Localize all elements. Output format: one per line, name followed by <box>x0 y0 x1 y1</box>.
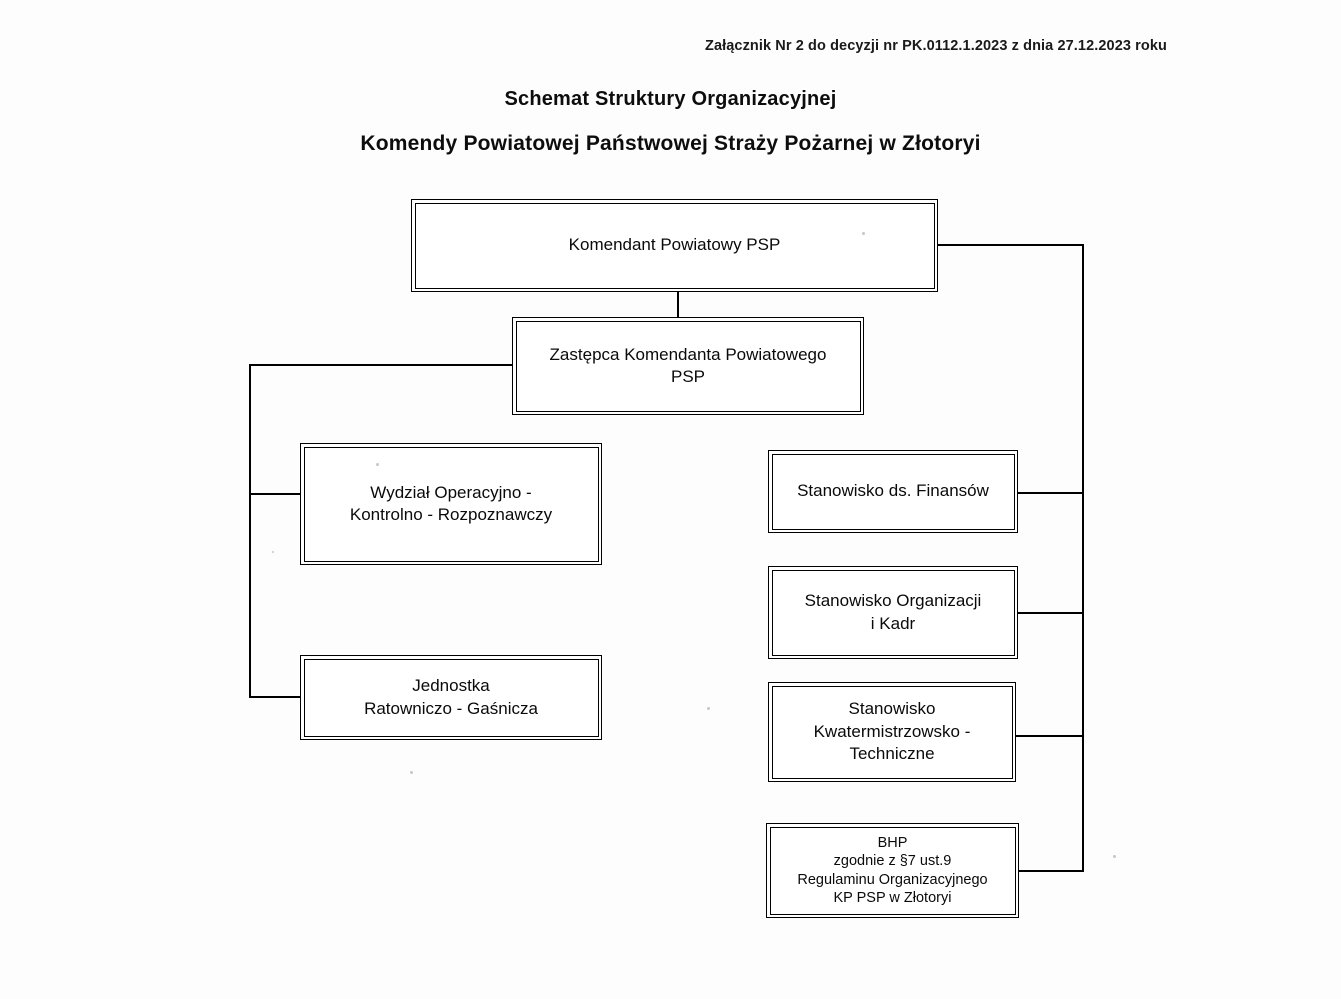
connector-to-bhp <box>1017 870 1084 873</box>
chart-title-line-2: Komendy Powiatowej Państwowej Straży Poż… <box>360 132 981 155</box>
connector-to-jrg <box>249 696 302 699</box>
node-zastepca-label: Zastępca Komendanta Powiatowego PSP <box>549 344 827 386</box>
node-stanowisko-ds-finansow: Stanowisko ds. Finansów <box>768 450 1018 533</box>
connector-to-kwatermistrz <box>1014 735 1084 738</box>
node-wydzial-inner-border: Wydział Operacyjno - Kontrolno - Rozpozn… <box>303 446 599 562</box>
connector-to-wydzial <box>249 493 302 496</box>
node-bhp: BHP zgodnie z §7 ust.9 Regulaminu Organi… <box>766 823 1019 918</box>
connector-to-kadry <box>1016 612 1084 615</box>
node-komendant-inner-border: Komendant Powiatowy PSP <box>414 202 935 289</box>
scan-speck <box>1113 855 1116 858</box>
node-zastepca-inner-border: Zastępca Komendanta Powiatowego PSP <box>515 320 861 412</box>
node-bhp-inner-border: BHP zgodnie z §7 ust.9 Regulaminu Organi… <box>769 826 1016 915</box>
node-stanowisko-organizacji-i-kadr: Stanowisko Organizacji i Kadr <box>768 566 1018 659</box>
node-kadry-label: Stanowisko Organizacji i Kadr <box>804 591 982 633</box>
connector-komendant-right-branch <box>936 244 1084 247</box>
scan-speck <box>272 551 274 553</box>
scan-speck <box>862 232 865 235</box>
node-jednostka-ratowniczo-gasnicza: Jednostka Ratowniczo - Gaśnicza <box>300 655 602 740</box>
scan-speck <box>410 771 413 774</box>
node-jrg-label: Jednostka Ratowniczo - Gaśnicza <box>364 676 538 718</box>
node-wydzial-label: Wydział Operacyjno - Kontrolno - Rozpozn… <box>349 482 553 524</box>
connector-komendant-to-zastepca <box>677 291 680 319</box>
node-kadry-inner-border: Stanowisko Organizacji i Kadr <box>771 569 1015 656</box>
document-reference-note: Załącznik Nr 2 do decyzji nr PK.0112.1.2… <box>705 38 1167 54</box>
connector-left-trunk <box>249 364 252 698</box>
node-kwatermistrz-label: Stanowisko Kwatermistrzowsko - Techniczn… <box>813 699 971 764</box>
node-komendant-label: Komendant Powiatowy PSP <box>568 235 781 255</box>
connector-right-trunk <box>1082 244 1085 872</box>
node-bhp-label: BHP zgodnie z §7 ust.9 Regulaminu Organi… <box>797 834 988 906</box>
node-finanse-inner-border: Stanowisko ds. Finansów <box>771 453 1015 530</box>
node-wydzial-operacyjno-kontrolno-rozpoznawczy: Wydział Operacyjno - Kontrolno - Rozpozn… <box>300 443 602 565</box>
scan-speck <box>707 707 710 710</box>
connector-zastepca-left-branch <box>249 364 514 367</box>
connector-to-finanse <box>1016 492 1084 495</box>
chart-title-line-1: Schemat Struktury Organizacyjnej <box>504 88 837 110</box>
node-komendant-powiatowy-psp: Komendant Powiatowy PSP <box>411 199 938 292</box>
node-finanse-label: Stanowisko ds. Finansów <box>797 481 989 501</box>
scan-speck <box>376 463 379 466</box>
node-zastepca-komendanta: Zastępca Komendanta Powiatowego PSP <box>512 317 864 415</box>
node-kwatermistrz-inner-border: Stanowisko Kwatermistrzowsko - Techniczn… <box>771 685 1013 779</box>
node-jrg-inner-border: Jednostka Ratowniczo - Gaśnicza <box>303 658 599 737</box>
node-stanowisko-kwatermistrzowsko-techniczne: Stanowisko Kwatermistrzowsko - Techniczn… <box>768 682 1016 782</box>
